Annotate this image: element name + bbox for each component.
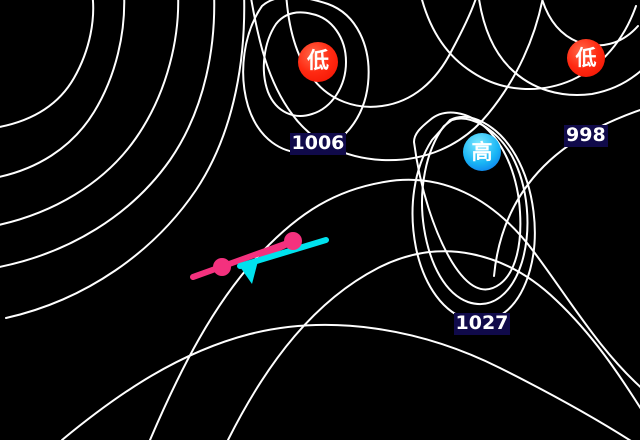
isobar-line (227, 250, 640, 440)
isobar-line (421, 0, 637, 90)
isobar-line (149, 178, 640, 440)
isobar-line (0, 0, 126, 178)
isobar-line (411, 115, 536, 323)
isobar-line (0, 0, 216, 268)
isobar-line (250, 0, 544, 162)
low-pressure-icon: 低 (298, 42, 338, 82)
isobar-line (0, 0, 95, 128)
front-systems (190, 232, 329, 284)
warm-front-bump-icon (284, 232, 302, 250)
pressure-value-label: 1006 (289, 132, 347, 155)
high-pressure-icon: 高 (463, 133, 501, 171)
front-occluded (190, 232, 329, 284)
cold-front-barb-icon (238, 261, 258, 284)
warm-front-bump-icon (213, 258, 231, 276)
isobar-line (413, 111, 522, 291)
isobar-line (61, 323, 632, 440)
low-pressure-icon: 低 (567, 39, 605, 77)
isobar-line (493, 109, 640, 277)
pressure-value-label: 1027 (453, 312, 511, 335)
isobar-line (478, 0, 640, 96)
pressure-value-label: 998 (564, 124, 608, 147)
isobar-line (5, 0, 246, 319)
isobar-line (262, 11, 347, 117)
isobar-line (421, 117, 529, 305)
isobar-line (0, 0, 180, 226)
